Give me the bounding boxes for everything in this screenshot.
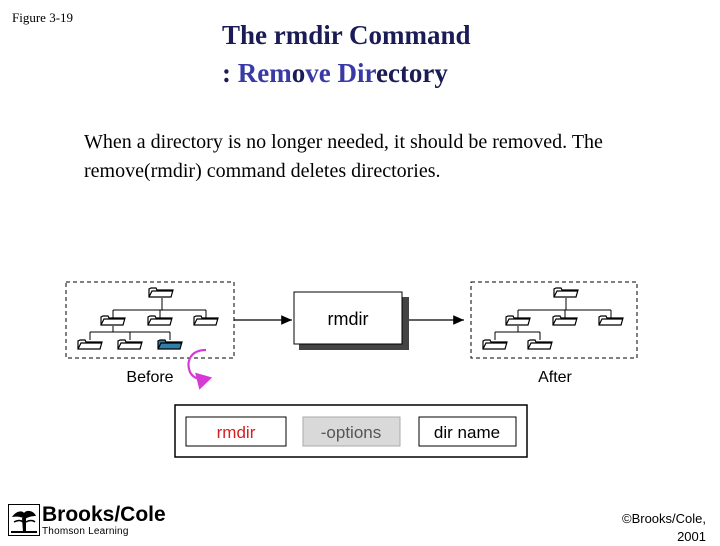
removal-arrow: [187, 348, 213, 390]
title-em-rem: Rem: [237, 58, 292, 88]
before-label: Before: [126, 369, 173, 386]
removed-folder-icon: [157, 339, 183, 350]
title-em-ve: ve: [305, 58, 338, 88]
title-o: o: [291, 58, 306, 88]
copyright-line-2: 2001: [677, 529, 706, 544]
after-label: After: [538, 369, 572, 386]
publisher-subtitle: Thomson Learning: [42, 526, 129, 537]
slide-title: The rmdir Command : Remove Directory: [222, 16, 471, 92]
folder-icon: [148, 287, 174, 298]
command-label: rmdir: [328, 309, 369, 329]
before-tree: [65, 281, 235, 359]
command-box: rmdir: [293, 291, 409, 350]
title-line-2: : Remove Directory: [222, 54, 471, 92]
folder-icon: [527, 339, 553, 350]
title-line-1: The rmdir Command: [222, 20, 471, 50]
copyright: ©Brooks/Cole, 2001: [622, 510, 706, 546]
title-ectory: ectory: [375, 58, 448, 88]
folder-icon: [77, 339, 103, 350]
folder-icon: [553, 287, 579, 298]
copyright-line-1: ©Brooks/Cole,: [622, 511, 706, 526]
publisher-name: Brooks/Cole: [42, 503, 166, 526]
syntax-box: rmdir -options dir name: [174, 404, 528, 458]
figure-label: Figure 3-19: [12, 10, 74, 25]
tree-logo-icon: [8, 504, 40, 536]
after-tree: [470, 281, 638, 359]
folder-icon: [117, 339, 143, 350]
title-prefix: :: [222, 58, 238, 88]
syntax-command: rmdir: [217, 423, 256, 442]
title-em-dir: Dir: [337, 58, 376, 88]
folder-icon: [482, 339, 508, 350]
body-text: When a directory is no longer needed, it…: [84, 131, 603, 182]
syntax-argument: dir name: [434, 423, 500, 442]
syntax-options: -options: [321, 423, 381, 442]
